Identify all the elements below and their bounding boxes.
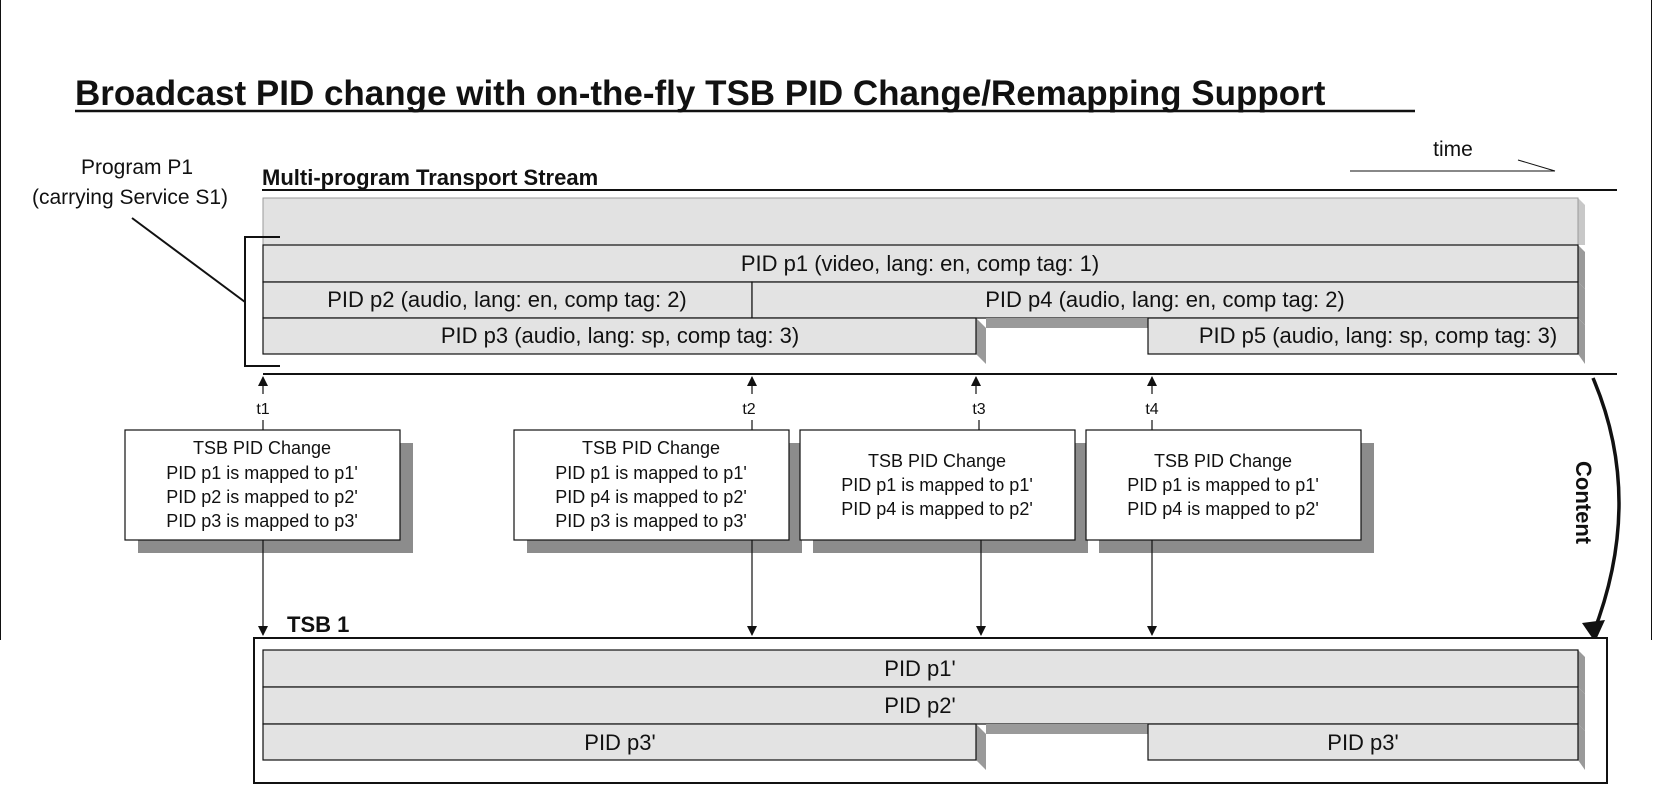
change-box-1-title: TSB PID Change	[193, 438, 331, 458]
change-box-3-line2: PID p4 is mapped to p2'	[841, 499, 1033, 519]
tsb-gap-shadow	[986, 724, 1148, 734]
change-box-1-line2: PID p2 is mapped to p2'	[166, 487, 358, 507]
tsb-pid-p3-second-label: PID p3'	[1327, 730, 1398, 755]
program-label-line2: (carrying Service S1)	[32, 186, 228, 209]
change-box-2-line2: PID p4 is mapped to p2'	[555, 487, 747, 507]
stream-pid-bar-p2: PID p2 (audio, lang: en, comp tag: 2)	[262, 281, 753, 319]
program-label-line1: Program P1	[81, 156, 193, 179]
tsb-pid-bar-p3-second: PID p3'	[1147, 723, 1585, 770]
tsb-change-box-t2: TSB PID Change PID p1 is mapped to p1' P…	[513, 429, 802, 553]
marker-t1: t1	[256, 376, 270, 430]
tsb-change-box-t3: TSB PID Change PID p1 is mapped to p1' P…	[799, 429, 1088, 553]
program-pointer-line	[131, 217, 246, 303]
stream-pid-p4-label: PID p4 (audio, lang: en, comp tag: 2)	[985, 287, 1345, 312]
diagram-title: Broadcast PID change with on-the-fly TSB…	[75, 74, 1326, 113]
marker-t3-label: t3	[972, 401, 985, 418]
change-box-2-line1: PID p1 is mapped to p1'	[555, 463, 747, 483]
stream-pid-bar-p3: PID p3 (audio, lang: sp, comp tag: 3)	[262, 317, 986, 364]
marker-t4: t4	[1145, 376, 1159, 430]
stream-pid-bar-p5: PID p5 (audio, lang: sp, comp tag: 3)	[1147, 317, 1585, 364]
stream-pid-bar-p4: PID p4 (audio, lang: en, comp tag: 2)	[751, 281, 1585, 325]
stream-pid-p3-label: PID p3 (audio, lang: sp, comp tag: 3)	[441, 323, 799, 348]
tsb-title: TSB 1	[287, 612, 349, 637]
marker-t1-label: t1	[256, 401, 269, 418]
change-box-3-title: TSB PID Change	[868, 451, 1006, 471]
content-label: Content	[1571, 461, 1596, 545]
tsb-pid-bar-p2: PID p2'	[262, 686, 1585, 731]
change-box-4-line2: PID p4 is mapped to p2'	[1127, 499, 1319, 519]
marker-t3: t3	[971, 376, 986, 430]
tsb-pid-bar-p1: PID p1'	[262, 649, 1585, 694]
time-label: time	[1433, 138, 1473, 161]
stream-pid-p1-label: PID p1 (video, lang: en, comp tag: 1)	[741, 251, 1099, 276]
change-box-2-title: TSB PID Change	[582, 438, 720, 458]
change-box-4-title: TSB PID Change	[1154, 451, 1292, 471]
stream-title: Multi-program Transport Stream	[262, 165, 598, 190]
marker-t2: t2	[742, 376, 757, 430]
stream-pid-p5-label: PID p5 (audio, lang: sp, comp tag: 3)	[1199, 323, 1557, 348]
tsb-pid-p1-label: PID p1'	[884, 656, 955, 681]
tsb-change-box-t1: TSB PID Change PID p1 is mapped to p1' P…	[124, 429, 413, 553]
program-bracket	[244, 236, 280, 367]
change-box-1-line1: PID p1 is mapped to p1'	[166, 463, 358, 483]
content-arrow: Content	[1571, 377, 1621, 642]
tsb-change-box-t4: TSB PID Change PID p1 is mapped to p1' P…	[1085, 429, 1374, 553]
change-box-2-line3: PID p3 is mapped to p3'	[555, 511, 747, 531]
change-box-1-line3: PID p3 is mapped to p3'	[166, 511, 358, 531]
change-box-4-line1: PID p1 is mapped to p1'	[1127, 475, 1319, 495]
stream-pid-p2-label: PID p2 (audio, lang: en, comp tag: 2)	[327, 287, 687, 312]
change-box-3-line1: PID p1 is mapped to p1'	[841, 475, 1033, 495]
stream-band	[262, 197, 1585, 246]
tsb-pid-p3-first-label: PID p3'	[584, 730, 655, 755]
stream-gap-shadow	[986, 318, 1148, 328]
marker-t4-label: t4	[1145, 401, 1158, 418]
tsb-pid-bar-p3-first: PID p3'	[262, 723, 986, 770]
time-arrow-tip	[1517, 159, 1556, 172]
tsb-pid-p2-label: PID p2'	[884, 693, 955, 718]
marker-t2-label: t2	[742, 401, 755, 418]
